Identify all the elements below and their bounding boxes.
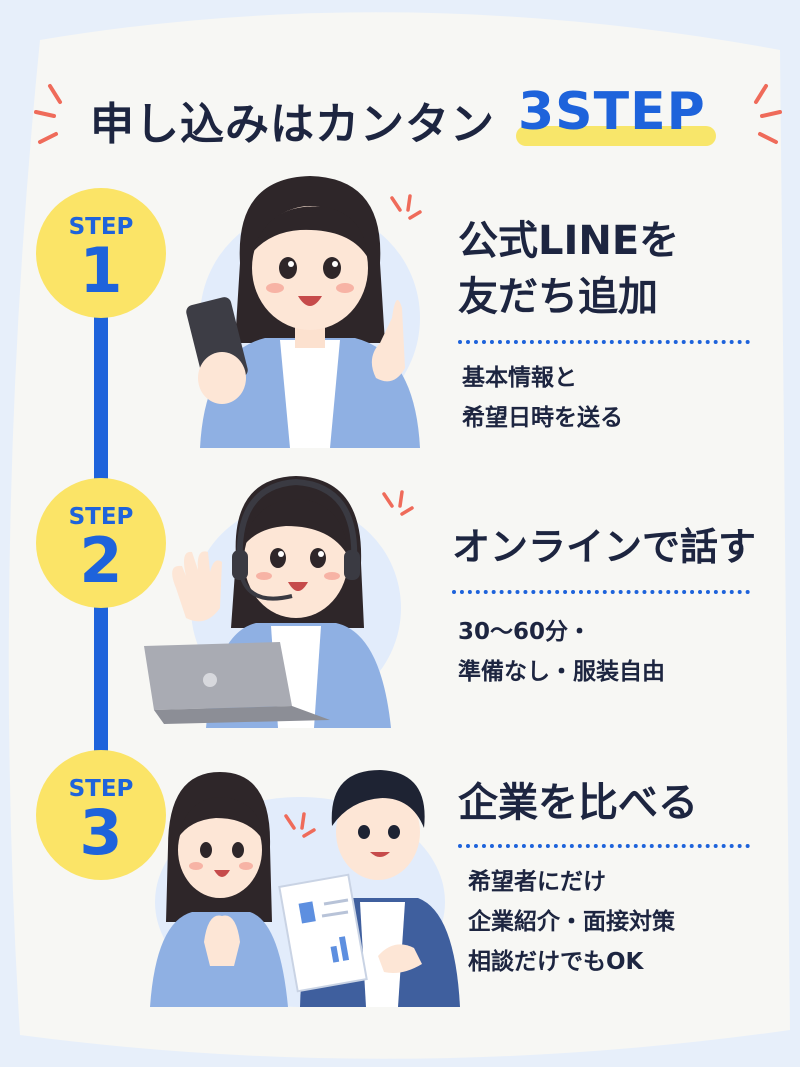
step-1-divider [458, 340, 750, 344]
step-1-desc-line1: 基本情報と [462, 365, 577, 391]
step-3-desc-line2: 企業紹介・面接対策 [468, 909, 675, 935]
sparkle-icon [382, 490, 414, 516]
sparkle-icon [284, 812, 316, 838]
step-3-divider [458, 844, 750, 848]
step-3-desc-line1: 希望者にだけ [468, 869, 606, 895]
step-2-badge: STEP 2 [36, 478, 166, 608]
right-spark-icon [754, 84, 782, 144]
step-3-badge: STEP 3 [36, 750, 166, 880]
step-2-heading: オンラインで話す [452, 525, 757, 569]
step-1-heading-line2: 友だち追加 [458, 274, 658, 320]
step-1-number: 1 [79, 234, 123, 307]
step-3-label: STEP [68, 776, 134, 802]
step-1-desc-line2: 希望日時を送る [462, 405, 623, 431]
step-2-desc-line1: 30〜60分・ [458, 619, 592, 645]
woman-with-headset-illustration [144, 476, 401, 728]
left-spark-icon [34, 84, 62, 144]
woman-with-phone-illustration [186, 176, 420, 448]
title-highlight [516, 126, 716, 146]
step-1-label: STEP [68, 214, 134, 240]
page-title-accent: 3STEP [518, 82, 706, 142]
step-2-divider [452, 590, 750, 594]
step-1-heading-line1: 公式LINEを [458, 218, 680, 264]
step-2-desc-line2: 準備なし・服装自由 [458, 659, 665, 685]
step-3-desc-line3: 相談だけでもOK [468, 949, 644, 975]
page-title: 申し込みはカンタン [90, 99, 495, 150]
title-row: 申し込みはカンタン 3STEP [0, 78, 800, 158]
step-3-number: 3 [79, 796, 123, 869]
step-2-number: 2 [79, 524, 123, 597]
woman-and-man-consulting-illustration [150, 770, 460, 1007]
sparkle-icon [390, 194, 422, 220]
step-2-label: STEP [68, 504, 134, 530]
step-1-badge: STEP 1 [36, 188, 166, 318]
step-3-heading: 企業を比べる [458, 780, 698, 826]
